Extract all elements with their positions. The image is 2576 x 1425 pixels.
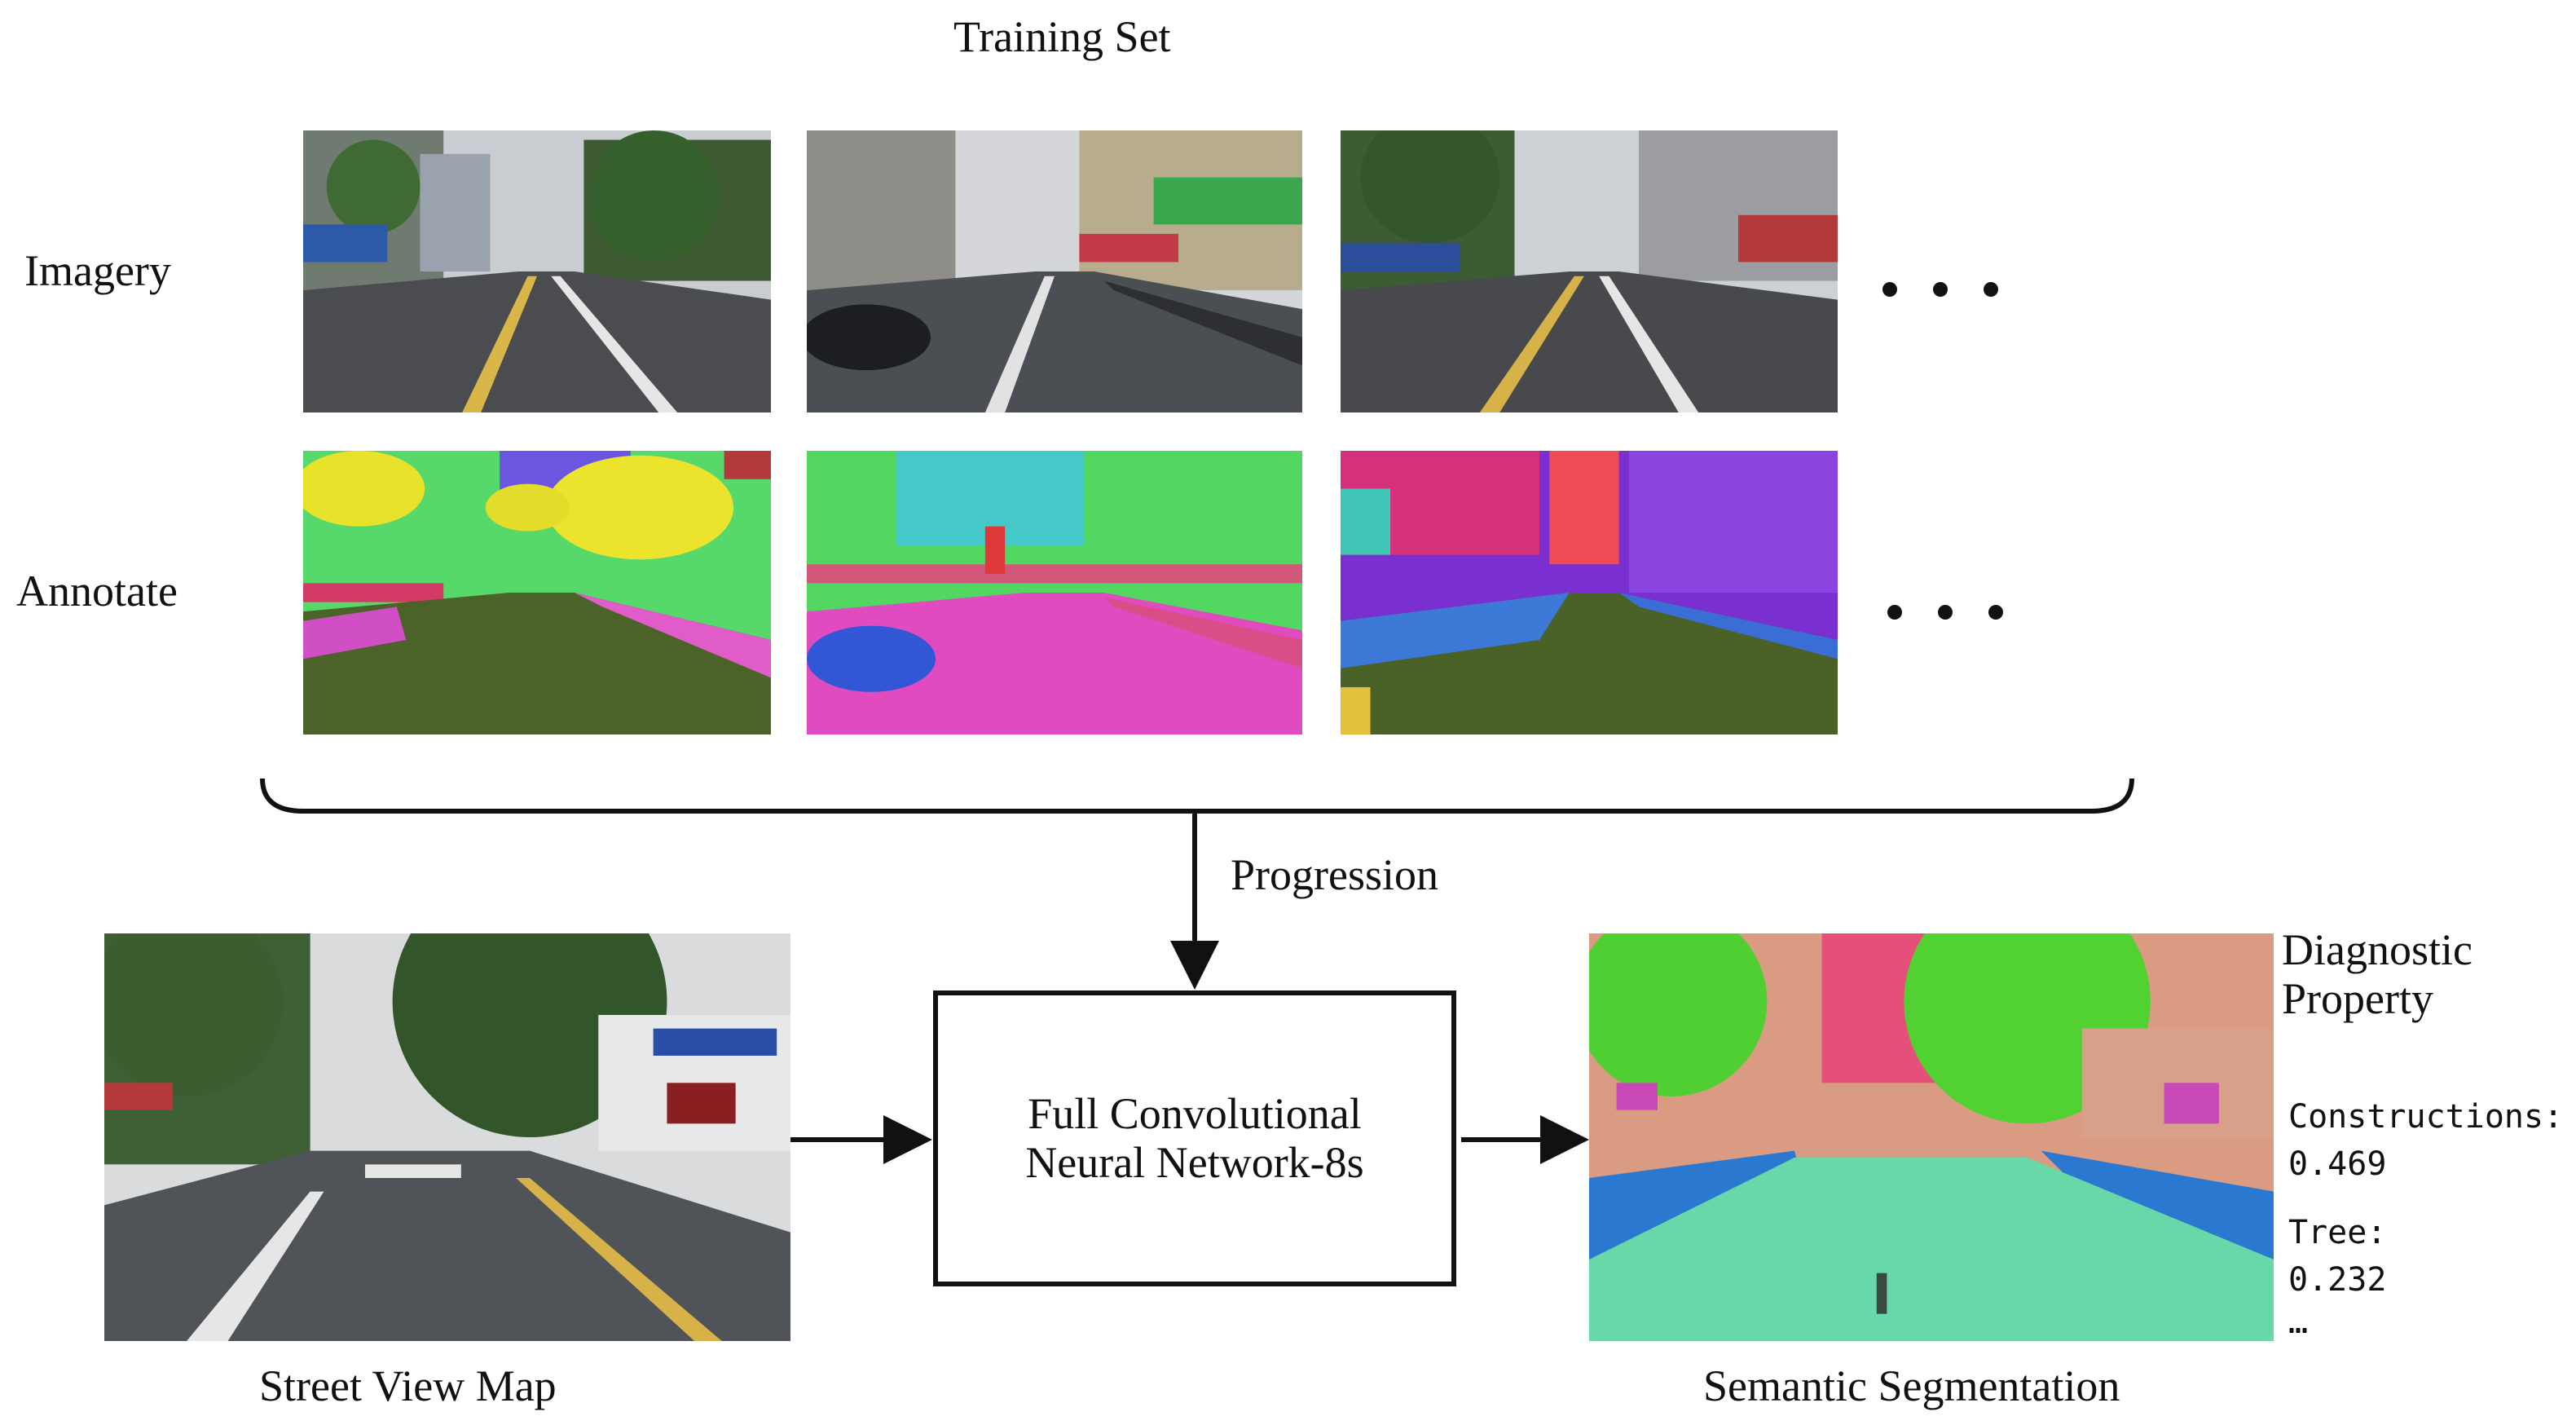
annotate-label: Annotate [16,567,178,615]
ellipsis-dot [1933,282,1948,297]
constructions-label: Constructions: [2288,1098,2564,1136]
progression-label: Progression [1231,850,1438,899]
ellipsis-dot [1988,605,2003,620]
constructions-value: 0.469 [2288,1145,2387,1183]
diagnostic-heading-line2: Property [2282,974,2433,1023]
imagery-label: Imagery [24,246,171,295]
tree-label: Tree: [2288,1214,2387,1251]
ellipsis-dot [1984,282,1998,297]
diagnostic-more: … [2288,1304,2309,1341]
segmentation-caption: Semantic Segmentation [1703,1361,2120,1410]
fcn-8s-box: Full Convolutional Neural Network-8s [933,990,1456,1286]
annotation-map-2 [807,451,1302,735]
street-view-image [104,933,790,1341]
tree-value: 0.232 [2288,1261,2387,1299]
street-view-caption: Street View Map [259,1361,557,1410]
fcn-box-line1: Full Convolutional [1028,1089,1362,1139]
annotation-map-3 [1341,451,1838,735]
street-photo-1 [303,130,771,412]
street-photo-3 [1341,130,1838,412]
training-set-title: Training Set [953,12,1171,61]
annotation-map-1 [303,451,771,735]
fcn-box-line2: Neural Network-8s [1025,1137,1364,1187]
diagnostic-heading-line1: Diagnostic [2282,925,2473,974]
ellipsis-dot [1882,282,1897,297]
ellipsis-dot [1938,605,1953,620]
street-photo-2 [807,130,1302,412]
ellipsis-dot [1887,605,1902,620]
segmentation-image [1589,933,2274,1341]
training-set-brace [260,778,2134,814]
